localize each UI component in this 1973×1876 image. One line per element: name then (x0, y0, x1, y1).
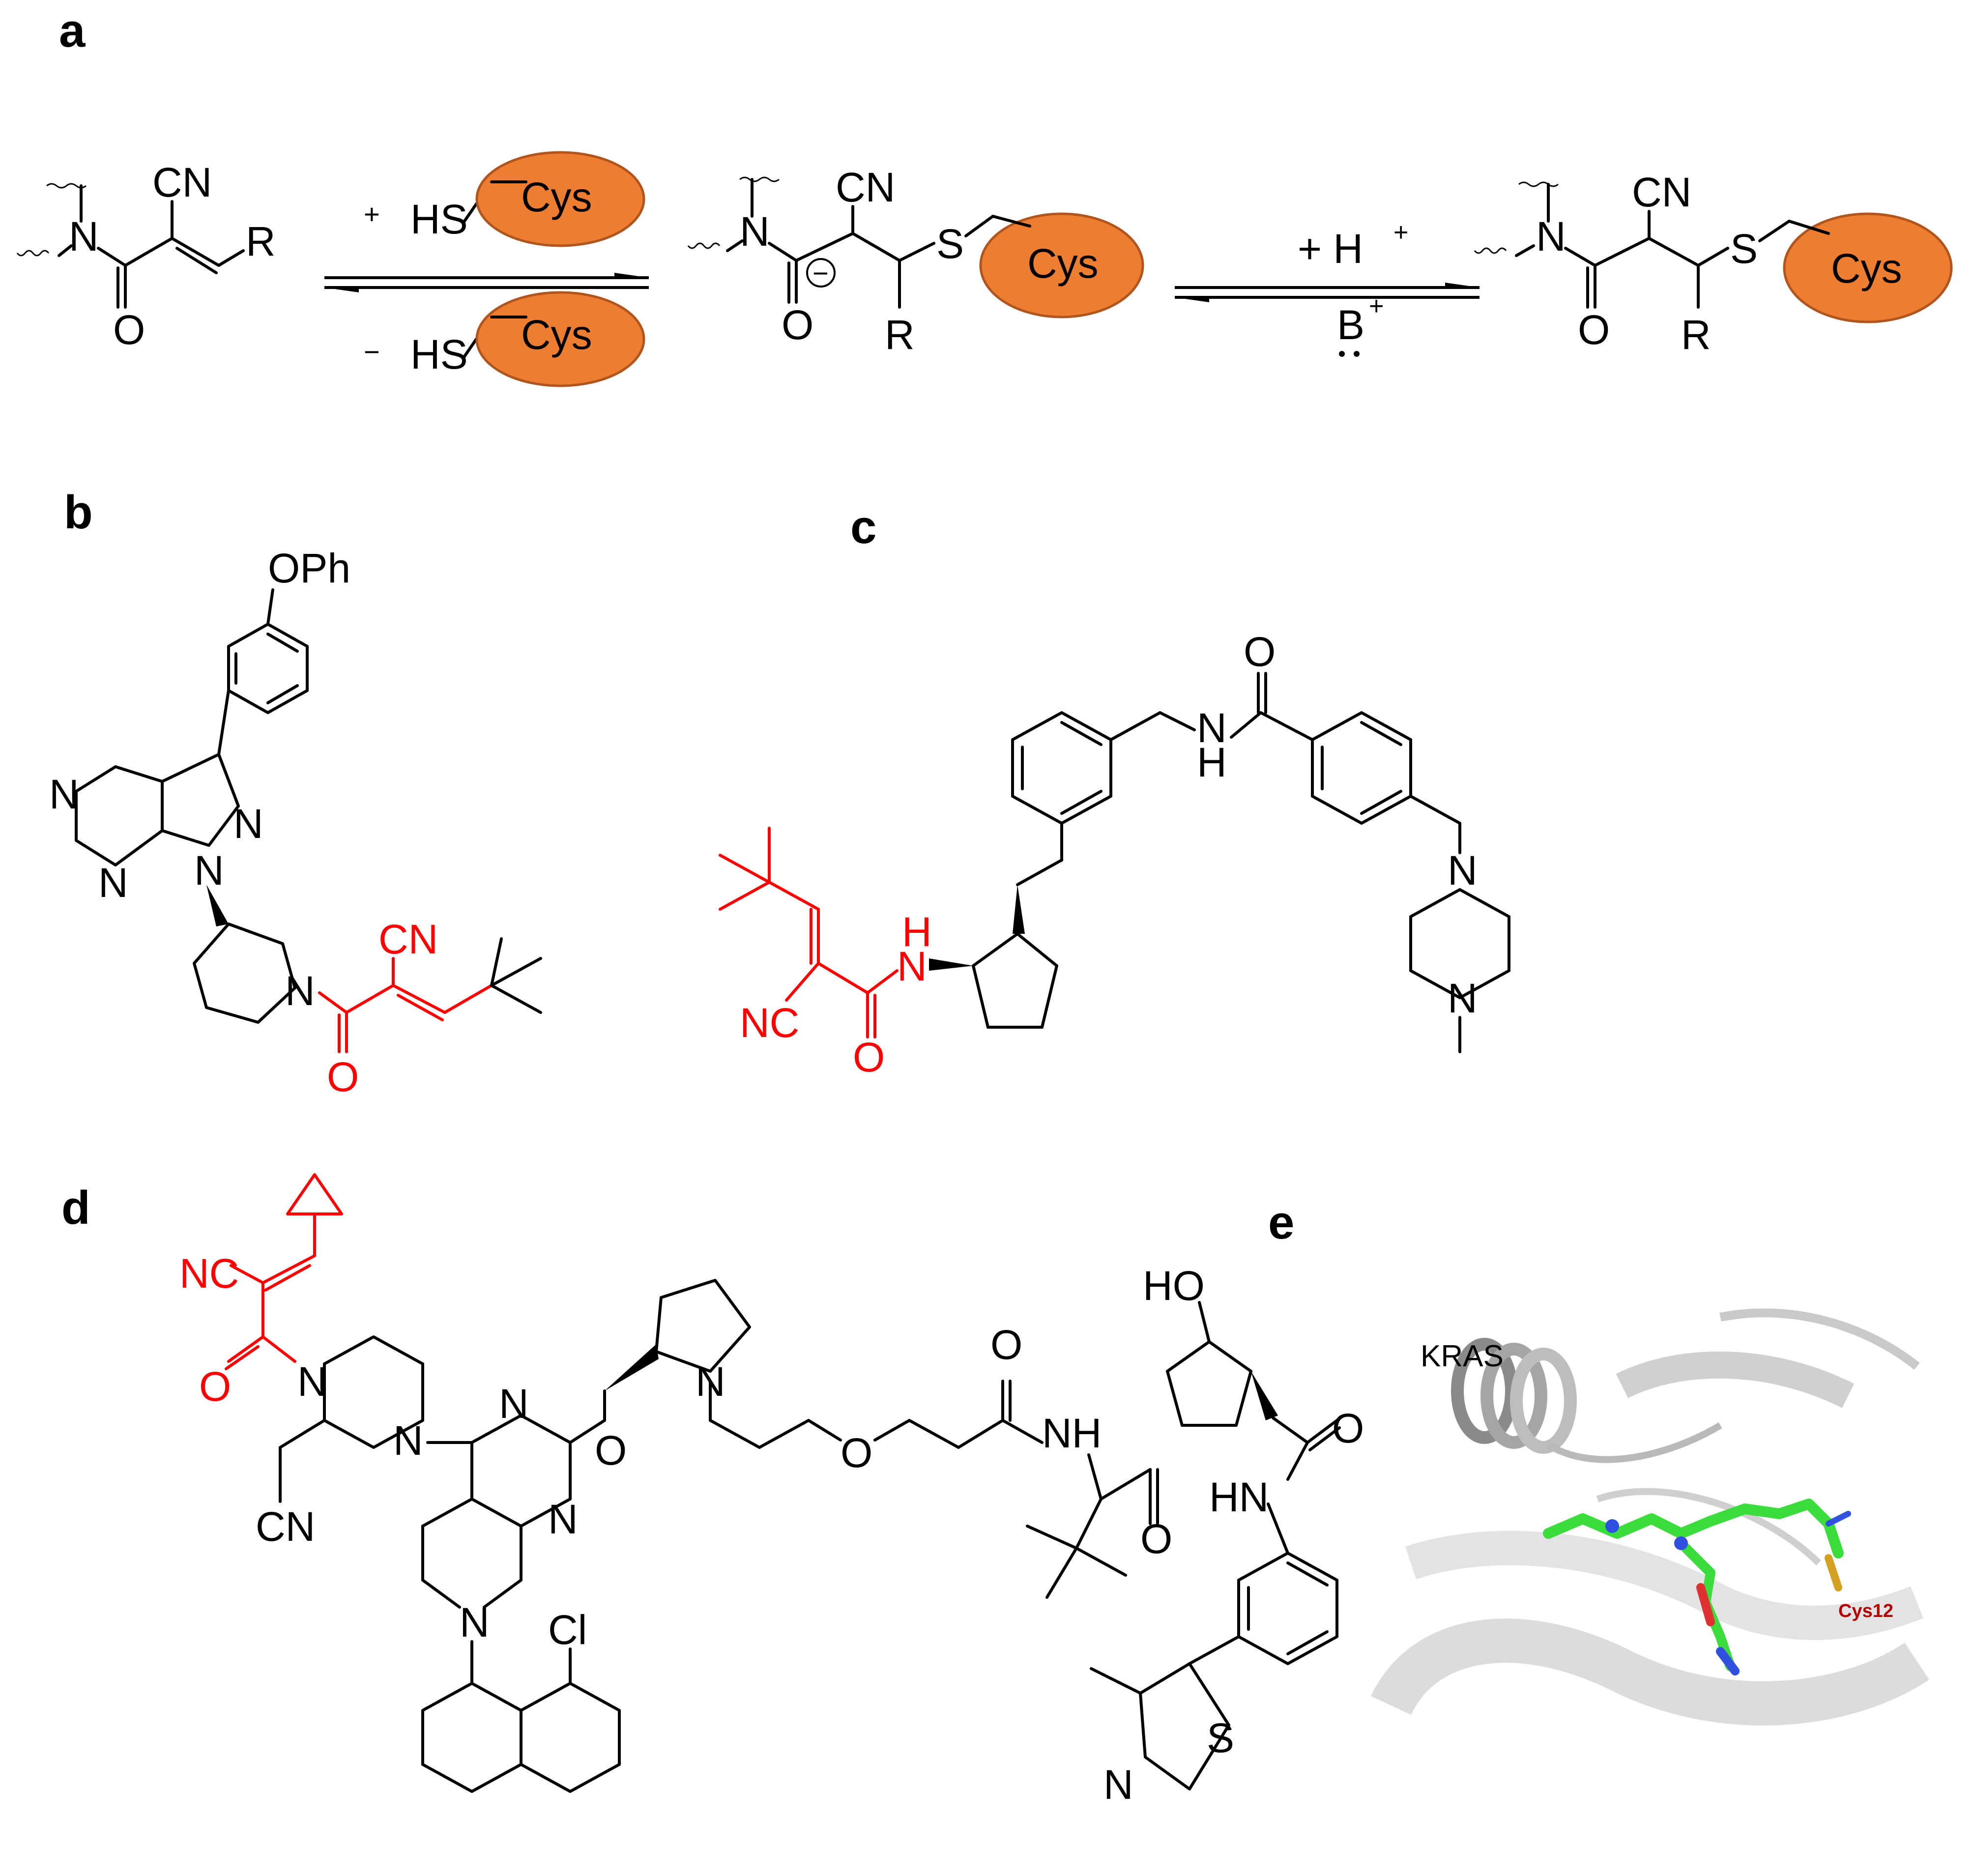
atom-o: O (990, 1322, 1022, 1368)
atom-nc: NC (740, 1000, 799, 1046)
atom-n: N (98, 860, 128, 906)
cysteine-enzyme-top (475, 151, 645, 247)
atom-o: O (1332, 1405, 1364, 1451)
atom-s: S (936, 221, 964, 267)
atom-ho: HO (1143, 1263, 1205, 1309)
cys-label-adduct-1: Cys (1027, 240, 1099, 287)
reactant-acrylamide: N O CN R (16, 159, 276, 353)
panel-label-a: a (59, 4, 86, 57)
atom-s: S (1730, 226, 1758, 272)
protein-structure-image: KRAS Cys12 (1371, 1298, 1932, 1764)
atom-o: O (1578, 307, 1610, 353)
molecule-c: O N N N H H N O NC (719, 629, 1510, 1080)
cysteine-enzyme-adduct-1 (979, 212, 1144, 318)
atom-cn: CN (836, 164, 895, 210)
panel-label-b: b (64, 486, 93, 539)
ligand-sticks (1543, 1499, 1851, 1675)
atom-n: N (393, 1417, 423, 1464)
reagent-hs-bottom: HS (410, 331, 468, 377)
cys-label-top: Cys (521, 174, 592, 220)
atom-hn: HN (1209, 1474, 1269, 1520)
atom-nh: NH (1042, 1410, 1102, 1456)
atom-n: N (1197, 705, 1227, 751)
cys-label-adduct-2: Cys (1831, 245, 1902, 291)
base-label: B (1337, 302, 1364, 348)
minus-sign: − (364, 336, 380, 367)
atom-n: N (548, 1496, 578, 1542)
atom-h: H (1197, 739, 1227, 785)
proton-charge: + (1393, 218, 1408, 247)
atom-o: O (113, 307, 145, 353)
panel-label-c: c (850, 501, 876, 553)
equilibrium-arrow-2: + H + B + (1175, 218, 1480, 357)
panel-label-e: e (1268, 1196, 1294, 1249)
molecule-b: OPh N N N N N O CN (49, 545, 542, 1100)
panel-label-d: d (61, 1182, 90, 1234)
atom-o: O (595, 1427, 627, 1473)
atom-o: O (199, 1363, 231, 1410)
atom-n: N (49, 771, 79, 817)
atom-o: O (1140, 1516, 1172, 1562)
base-charge: + (1369, 292, 1384, 320)
atom-o: O (841, 1430, 872, 1476)
protein-label: KRAS (1421, 1339, 1504, 1373)
atom-n: N (499, 1381, 529, 1427)
atom-n: N (297, 1358, 327, 1405)
intermediate-carbanion: N O CN − R S Cys (687, 164, 1144, 358)
atom-n: N (740, 208, 770, 255)
atom-r: R (1681, 312, 1711, 358)
reagent-hs-top: HS (410, 196, 468, 242)
residue-label: Cys12 (1838, 1601, 1893, 1621)
atom-o: O (853, 1034, 885, 1080)
atom-r: R (246, 218, 276, 264)
carbanion-charge: − (812, 258, 829, 289)
atom-r: R (885, 312, 915, 358)
cys-label-bottom: Cys (521, 312, 592, 358)
cysteine-enzyme-adduct-2 (1783, 212, 1953, 323)
atom-n: N (194, 847, 224, 894)
atom-nc: NC (179, 1250, 239, 1297)
atom-o: O (327, 1054, 359, 1100)
label-oph: OPh (268, 545, 350, 591)
atom-n: N (1103, 1761, 1133, 1808)
atom-cn: CN (152, 159, 212, 205)
atom-n: N (1448, 847, 1478, 894)
atom-h: H (902, 909, 932, 955)
molecule-vhl: HO O HN N S (1090, 1263, 1364, 1808)
atom-n: N (233, 801, 263, 847)
atom-n: N (1448, 975, 1478, 1021)
product-adduct: N O CN R S Cys (1474, 169, 1953, 358)
molecule-d: NC O N N CN N N O N O O NH (179, 1173, 1172, 1793)
atom-cn: CN (256, 1503, 315, 1550)
atom-n: N (460, 1599, 490, 1645)
atom-o: O (1244, 629, 1276, 675)
atom-cl: Cl (548, 1607, 587, 1653)
proton-label: + H (1298, 226, 1363, 272)
atom-n: N (69, 213, 99, 260)
plus-sign: + (364, 199, 380, 230)
atom-s: S (1207, 1715, 1234, 1761)
atom-n: N (285, 968, 315, 1014)
atom-n: N (897, 943, 927, 989)
atom-cn: CN (1632, 169, 1691, 215)
equilibrium-arrow-1 (324, 273, 649, 292)
kras-helix (1451, 1338, 1577, 1454)
atom-cn: CN (378, 916, 438, 962)
atom-n: N (1536, 213, 1566, 260)
reaction-scheme: N O CN R + HS Cys − HS (16, 151, 1953, 387)
atom-o: O (782, 302, 813, 348)
